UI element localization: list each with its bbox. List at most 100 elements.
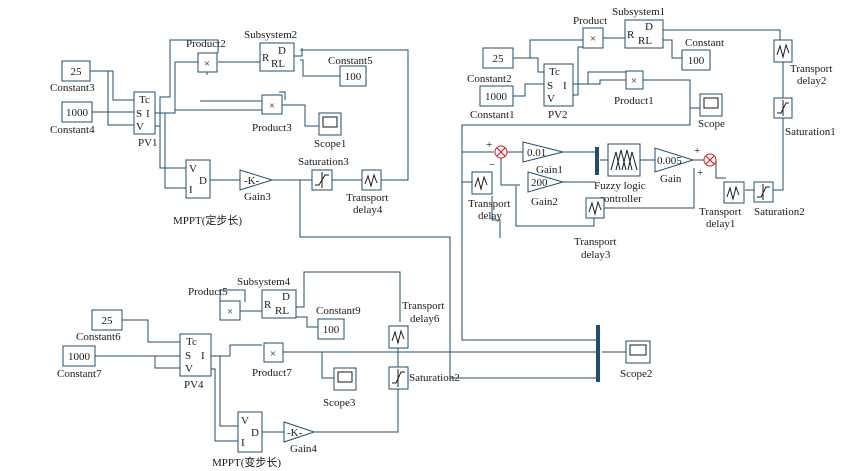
svg-text:V: V (547, 93, 555, 105)
gain1-block[interactable]: 0.01 (522, 141, 564, 163)
gain2-block[interactable]: 200 (527, 171, 565, 193)
sum1-minus-sign: − (489, 159, 495, 171)
subsystem2-block[interactable]: R D RL (259, 42, 295, 72)
subsystem2-label: Subsystem2 (244, 29, 297, 41)
transport-delay-block[interactable] (471, 171, 493, 195)
product1-label: Product1 (614, 95, 654, 107)
svg-text:Tc: Tc (549, 66, 560, 78)
scope1-block[interactable] (318, 112, 342, 136)
saturation2-bottom-label: Saturation2 (409, 372, 460, 384)
signal-wires (90, 29, 784, 442)
constant-block[interactable]: 100 (681, 49, 711, 71)
gain3-label: Gain3 (244, 191, 271, 203)
constant2-block[interactable]: 25 (482, 47, 514, 69)
mux-bar-fuzzy-input (595, 147, 599, 175)
constant1-label: Constant1 (470, 109, 515, 121)
fuzzy-controller-block[interactable] (607, 143, 641, 177)
mppt1-block[interactable]: V I D (185, 159, 211, 199)
constant7-label: Constant7 (57, 368, 102, 380)
transport-delay2-label1: Transport (790, 63, 832, 75)
constant-label: Constant (685, 37, 724, 49)
svg-text:100: 100 (345, 71, 362, 83)
constant9-block[interactable]: 100 (317, 318, 345, 340)
constant5-label: Constant5 (328, 55, 373, 67)
constant6-block[interactable]: 25 (91, 309, 123, 331)
constant4-label: Constant4 (50, 124, 95, 136)
subsystem1-label: Subsystem1 (612, 6, 665, 18)
saturation1-block[interactable] (773, 97, 793, 119)
product3-block[interactable]: × (261, 94, 283, 115)
svg-text:-K-: -K- (244, 175, 260, 187)
product-block[interactable]: × (582, 27, 604, 49)
saturation2-right-block[interactable] (753, 181, 774, 203)
transport-delay6-block[interactable] (388, 325, 409, 349)
product5-block[interactable]: × (219, 300, 241, 321)
svg-text:V: V (189, 163, 197, 175)
fuzzy-label1: Fuzzy logic (594, 180, 646, 192)
gain1-label: Gain1 (536, 164, 563, 176)
pv4-block[interactable]: Tc S V I (179, 333, 212, 377)
product7-block[interactable]: × (263, 342, 284, 363)
scope-block[interactable] (699, 93, 723, 117)
sum-block-2[interactable] (703, 153, 717, 167)
subsystem4-block[interactable]: R D RL (261, 289, 297, 319)
sum-block-1[interactable] (494, 145, 508, 159)
gain3-block[interactable]: -K- (239, 169, 274, 191)
pv1-block[interactable]: Tc S V I (133, 91, 156, 135)
product7-label: Product7 (252, 367, 292, 379)
gain4-block[interactable]: -K- (283, 421, 316, 443)
svg-text:Tc: Tc (186, 336, 197, 348)
svg-text:×: × (270, 348, 276, 360)
saturation3-block[interactable] (311, 169, 333, 191)
subsystem1-block[interactable]: R D RL (624, 19, 664, 49)
sum2-plus-sign-1: + (694, 145, 700, 157)
svg-text:1000: 1000 (66, 107, 89, 119)
product2-label: Product2 (186, 38, 226, 50)
saturation2-right-label: Saturation2 (754, 206, 805, 218)
svg-text:×: × (631, 75, 637, 87)
sum1-plus-sign: + (486, 139, 492, 151)
product2-block[interactable]: × (197, 52, 218, 73)
transport-delay2-block[interactable] (773, 39, 793, 63)
gain-block[interactable]: 0.005 (654, 147, 695, 173)
svg-text:200: 200 (531, 177, 548, 189)
transport-delay1-label2: delay1 (706, 218, 735, 230)
svg-text:D: D (278, 45, 286, 57)
constant4-block[interactable]: 1000 (61, 101, 93, 123)
transport-delay-label2: delay (478, 210, 502, 222)
svg-text:D: D (251, 427, 259, 439)
saturation1-label: Saturation1 (785, 126, 836, 138)
constant3-label: Constant3 (50, 82, 95, 94)
constant3-block[interactable]: 25 (61, 60, 91, 82)
svg-text:R: R (264, 299, 272, 311)
scope3-block[interactable] (333, 367, 357, 391)
transport-delay6-label1: Transport (402, 300, 444, 312)
scope3-label: Scope3 (323, 397, 356, 409)
svg-text:Tc: Tc (139, 94, 150, 106)
scope2-label: Scope2 (620, 368, 652, 380)
svg-text:R: R (262, 52, 270, 64)
constant1-block[interactable]: 1000 (479, 85, 514, 107)
svg-text:S: S (547, 80, 553, 92)
transport-delay4-label1: Transport (346, 192, 388, 204)
saturation3-label: Saturation3 (298, 156, 349, 168)
transport-delay3-block[interactable] (585, 197, 605, 219)
transport-delay1-block[interactable] (723, 181, 745, 204)
constant5-block[interactable]: 100 (339, 65, 367, 87)
transport-delay-label1: Transport (468, 198, 510, 210)
svg-text:1000: 1000 (485, 91, 508, 103)
transport-delay4-block[interactable] (361, 169, 382, 191)
constant7-block[interactable]: 1000 (62, 345, 96, 367)
svg-text:I: I (189, 184, 193, 196)
pv2-block[interactable]: Tc S V I (543, 63, 574, 107)
mppt2-block[interactable]: V I D (237, 411, 263, 453)
scope2-block[interactable] (625, 340, 651, 364)
saturation2-bottom-block[interactable] (388, 366, 409, 390)
transport-delay2-label2: delay2 (797, 75, 826, 87)
product1-block[interactable]: × (625, 70, 644, 90)
subsystem4-label: Subsystem4 (237, 276, 291, 288)
gain4-label: Gain4 (290, 443, 317, 455)
svg-text:D: D (645, 21, 653, 33)
transport-delay6-label2: delay6 (410, 313, 440, 325)
